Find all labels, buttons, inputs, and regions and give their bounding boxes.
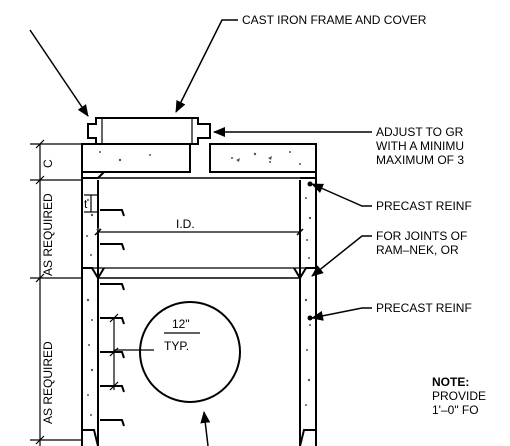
step-spacing-dimension — [109, 313, 154, 391]
dim-c-label: C — [41, 159, 55, 168]
callout-adjust-1: ADJUST TO GR — [376, 125, 464, 139]
wall-thickness-label: t — [84, 197, 88, 211]
callout-joints-1: FOR JOINTS OF — [376, 229, 467, 243]
pipe-typ-label: TYP. — [164, 339, 189, 353]
callout-frame-cover: CAST IRON FRAME AND COVER — [242, 13, 427, 27]
dim-as-required-lower: AS REQUIRED — [41, 341, 55, 424]
cast-iron-frame — [87, 117, 211, 145]
wall-thickness-dimension — [84, 194, 98, 213]
callout-leaders — [29, 19, 372, 321]
pipe-size-label: 12" — [172, 317, 190, 331]
pipe-opening — [139, 301, 241, 403]
callout-precast-reinf-1: PRECAST REINF — [376, 199, 472, 213]
callout-adjust-2: WITH A MINIMU — [376, 139, 464, 153]
callout-joints-2: RAM–NEK, OR — [376, 243, 459, 257]
callout-adjust-3: MAXIMUM OF 3 — [376, 153, 464, 167]
vertical-dimensions — [30, 139, 82, 446]
id-label: I.D. — [176, 217, 195, 231]
manhole-steps — [100, 209, 125, 427]
dim-as-required-upper: AS REQUIRED — [41, 193, 55, 276]
concrete-speckles — [86, 151, 312, 416]
note-line-1: PROVIDE — [432, 389, 486, 403]
manhole-walls — [81, 143, 317, 446]
pipe-leader — [200, 411, 211, 446]
callout-precast-reinf-2: PRECAST REINF — [376, 301, 472, 315]
note-title: NOTE: — [432, 375, 469, 389]
note-line-2: 1'–0" FO — [432, 403, 479, 417]
